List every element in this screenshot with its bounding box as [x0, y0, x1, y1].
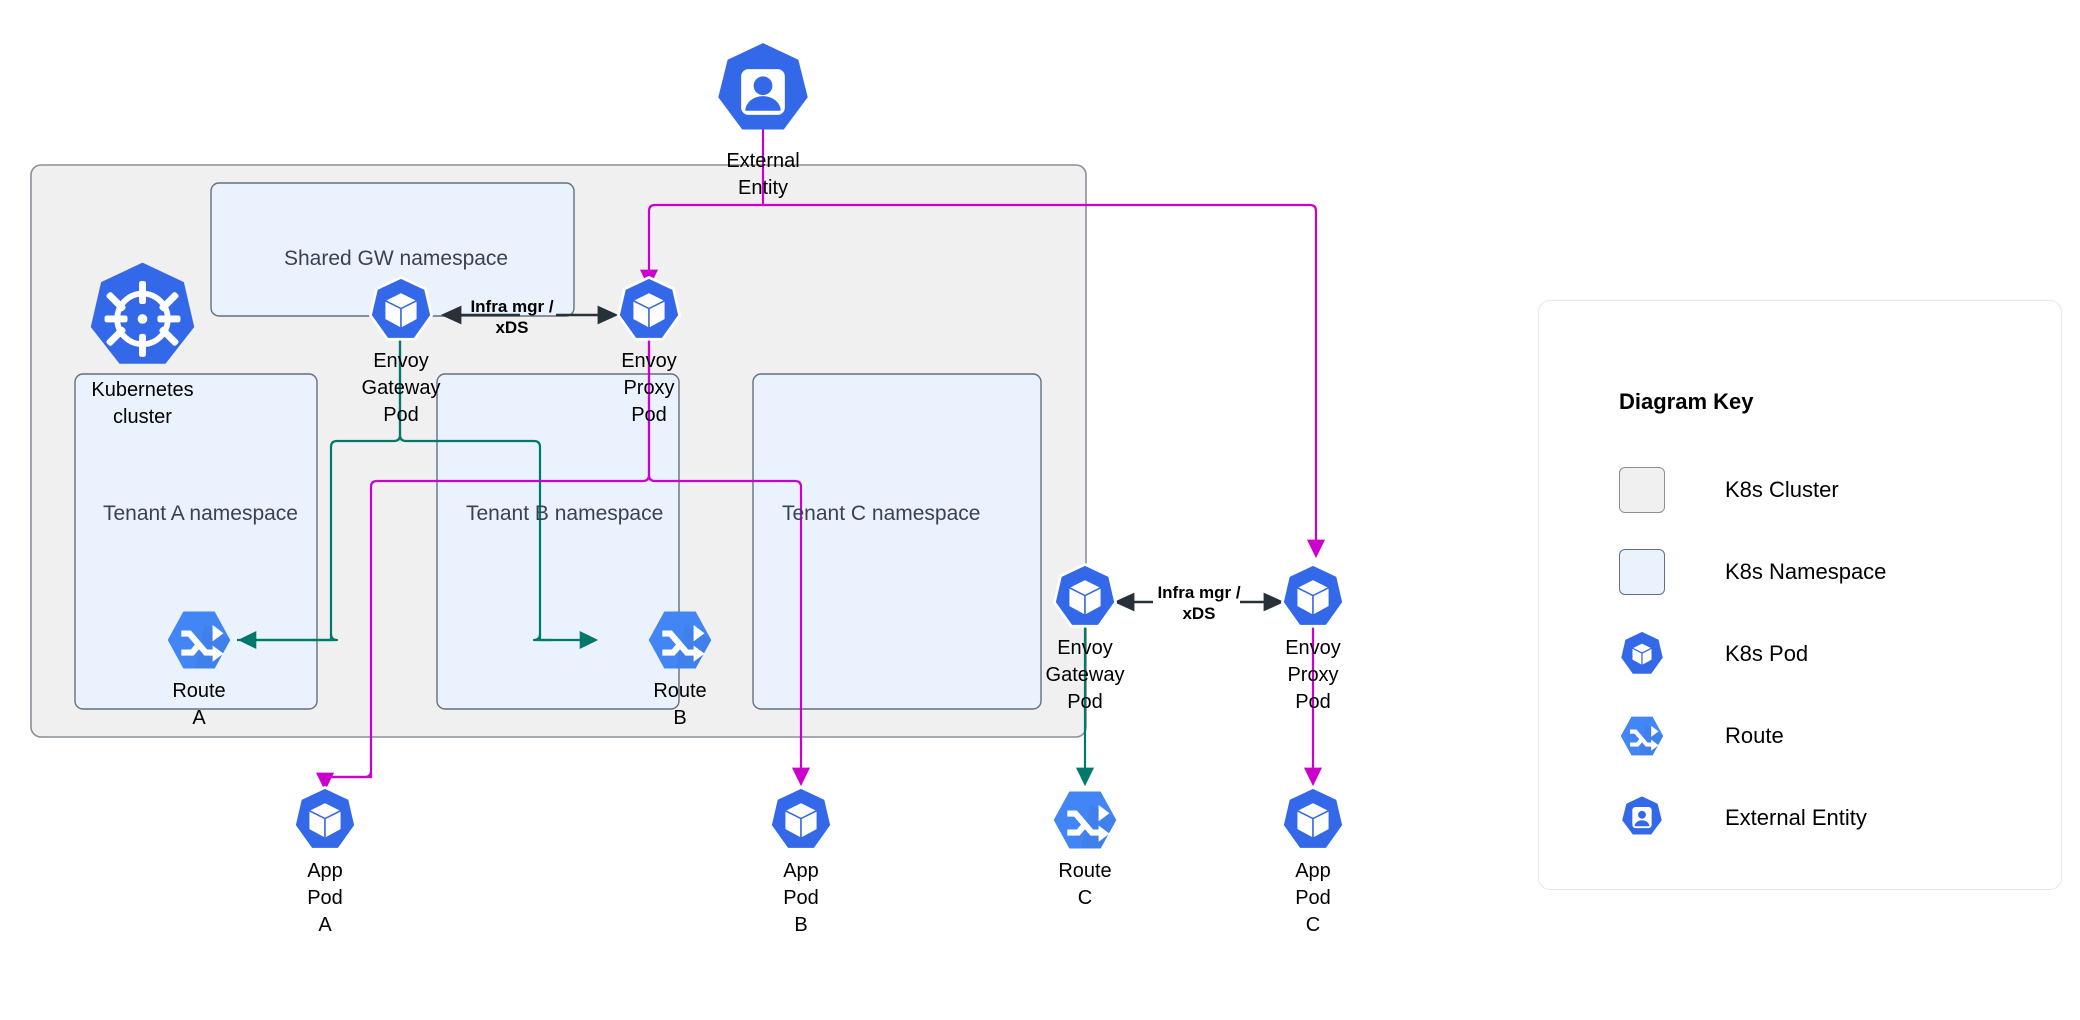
namespace-label-tenant-c: Tenant C namespace [782, 502, 981, 525]
node-external-entity[interactable]: External Entity [711, 40, 815, 199]
legend-label-route: Route [1725, 723, 1784, 748]
node-route-c[interactable]: Route C [1051, 786, 1119, 909]
node-tenant-c-gateway-pod[interactable]: Envoy Gateway Pod [1046, 562, 1124, 713]
legend-label-external-entity: External Entity [1725, 805, 1867, 830]
node-label-route-c: Route C [1058, 860, 1112, 909]
namespace-label-tenant-a: Tenant A namespace [103, 502, 298, 525]
node-tenant-c-proxy-pod[interactable]: Envoy Proxy Pod [1279, 562, 1347, 713]
node-label-app-pod-a: App Pod A [307, 860, 343, 936]
node-label-route-a: Route A [172, 680, 226, 729]
namespace-swatch [1619, 549, 1665, 595]
route-icon [1620, 716, 1664, 756]
legend-label-k8s-namespace: K8s Namespace [1725, 559, 1887, 584]
node-route-b[interactable]: Route B [646, 606, 714, 729]
legend-label-k8s-pod: K8s Pod [1725, 641, 1809, 666]
k8s-pod-icon [1052, 562, 1118, 628]
node-app-pod-b[interactable]: App Pod B [767, 785, 835, 936]
k8s-pod-icon [1280, 785, 1346, 851]
kubernetes-wheel-icon [90, 262, 195, 364]
legend-row-k8s-cluster: K8s Cluster [1619, 467, 1839, 513]
node-shared-gateway-pod[interactable]: Envoy Gateway Pod [362, 275, 440, 426]
node-app-pod-a[interactable]: App Pod A [291, 785, 359, 936]
node-app-pod-c[interactable]: App Pod C [1279, 785, 1347, 936]
edge-label-shared-xds: Infra mgr / xDS [470, 297, 554, 337]
node-label-shared-proxy-pod: Envoy Proxy Pod [621, 350, 677, 426]
k8s-pod-icon [292, 785, 358, 851]
node-route-a[interactable]: Route A [165, 606, 233, 729]
external-entity-icon [1622, 796, 1662, 835]
namespace-box-tenant-a [74, 373, 318, 710]
node-label-shared-gateway-pod: Envoy Gateway Pod [361, 350, 441, 426]
namespace-label-shared-gw: Shared GW namespace [284, 247, 509, 270]
edge-label-tenant-c-xds: Infra mgr / xDS [1157, 583, 1241, 623]
legend-row-k8s-pod: K8s Pod [1619, 631, 1808, 677]
node-label-route-b: Route B [653, 680, 707, 729]
diagram-key-panel: Diagram Key K8s Cluster K8s Namespace K8… [1538, 300, 2062, 890]
legend-row-route: Route [1619, 713, 1784, 759]
diagram-key-title: Diagram Key [1619, 389, 1754, 414]
node-label-tenant-c-gateway-pod: Envoy Gateway Pod [1045, 637, 1125, 713]
edge-shared-gateway-to-routes [237, 325, 599, 650]
node-label-kubernetes-cluster: Kubernetes cluster [91, 379, 194, 428]
edge-shared-proxy-to-apps [315, 325, 811, 792]
route-icon [1053, 791, 1117, 849]
namespace-label-tenant-b: Tenant B namespace [466, 502, 664, 525]
k8s-pod-icon [616, 275, 682, 341]
legend-row-k8s-namespace: K8s Namespace [1619, 549, 1886, 595]
route-icon [167, 611, 231, 669]
namespace-box-tenant-b [436, 373, 680, 710]
k8s-pod-icon [368, 275, 434, 341]
legend-label-k8s-cluster: K8s Cluster [1725, 477, 1839, 502]
legend-row-external-entity: External Entity [1619, 795, 1867, 841]
node-label-app-pod-b: App Pod B [783, 860, 819, 936]
namespace-box-tenant-c [752, 373, 1042, 710]
node-kubernetes-cluster: Kubernetes cluster [85, 258, 200, 428]
route-icon [648, 611, 712, 669]
node-shared-proxy-pod[interactable]: Envoy Proxy Pod [615, 275, 683, 426]
node-label-tenant-c-proxy-pod: Envoy Proxy Pod [1285, 637, 1341, 713]
external-entity-icon [718, 43, 808, 130]
edge-external-to-proxies [639, 118, 1326, 559]
node-label-external-entity: External Entity [726, 150, 800, 199]
k8s-pod-icon [1280, 562, 1346, 628]
k8s-pod-icon [768, 785, 834, 851]
cluster-swatch [1619, 467, 1665, 513]
k8s-pod-icon [1621, 631, 1663, 674]
node-label-app-pod-c: App Pod C [1295, 860, 1331, 936]
